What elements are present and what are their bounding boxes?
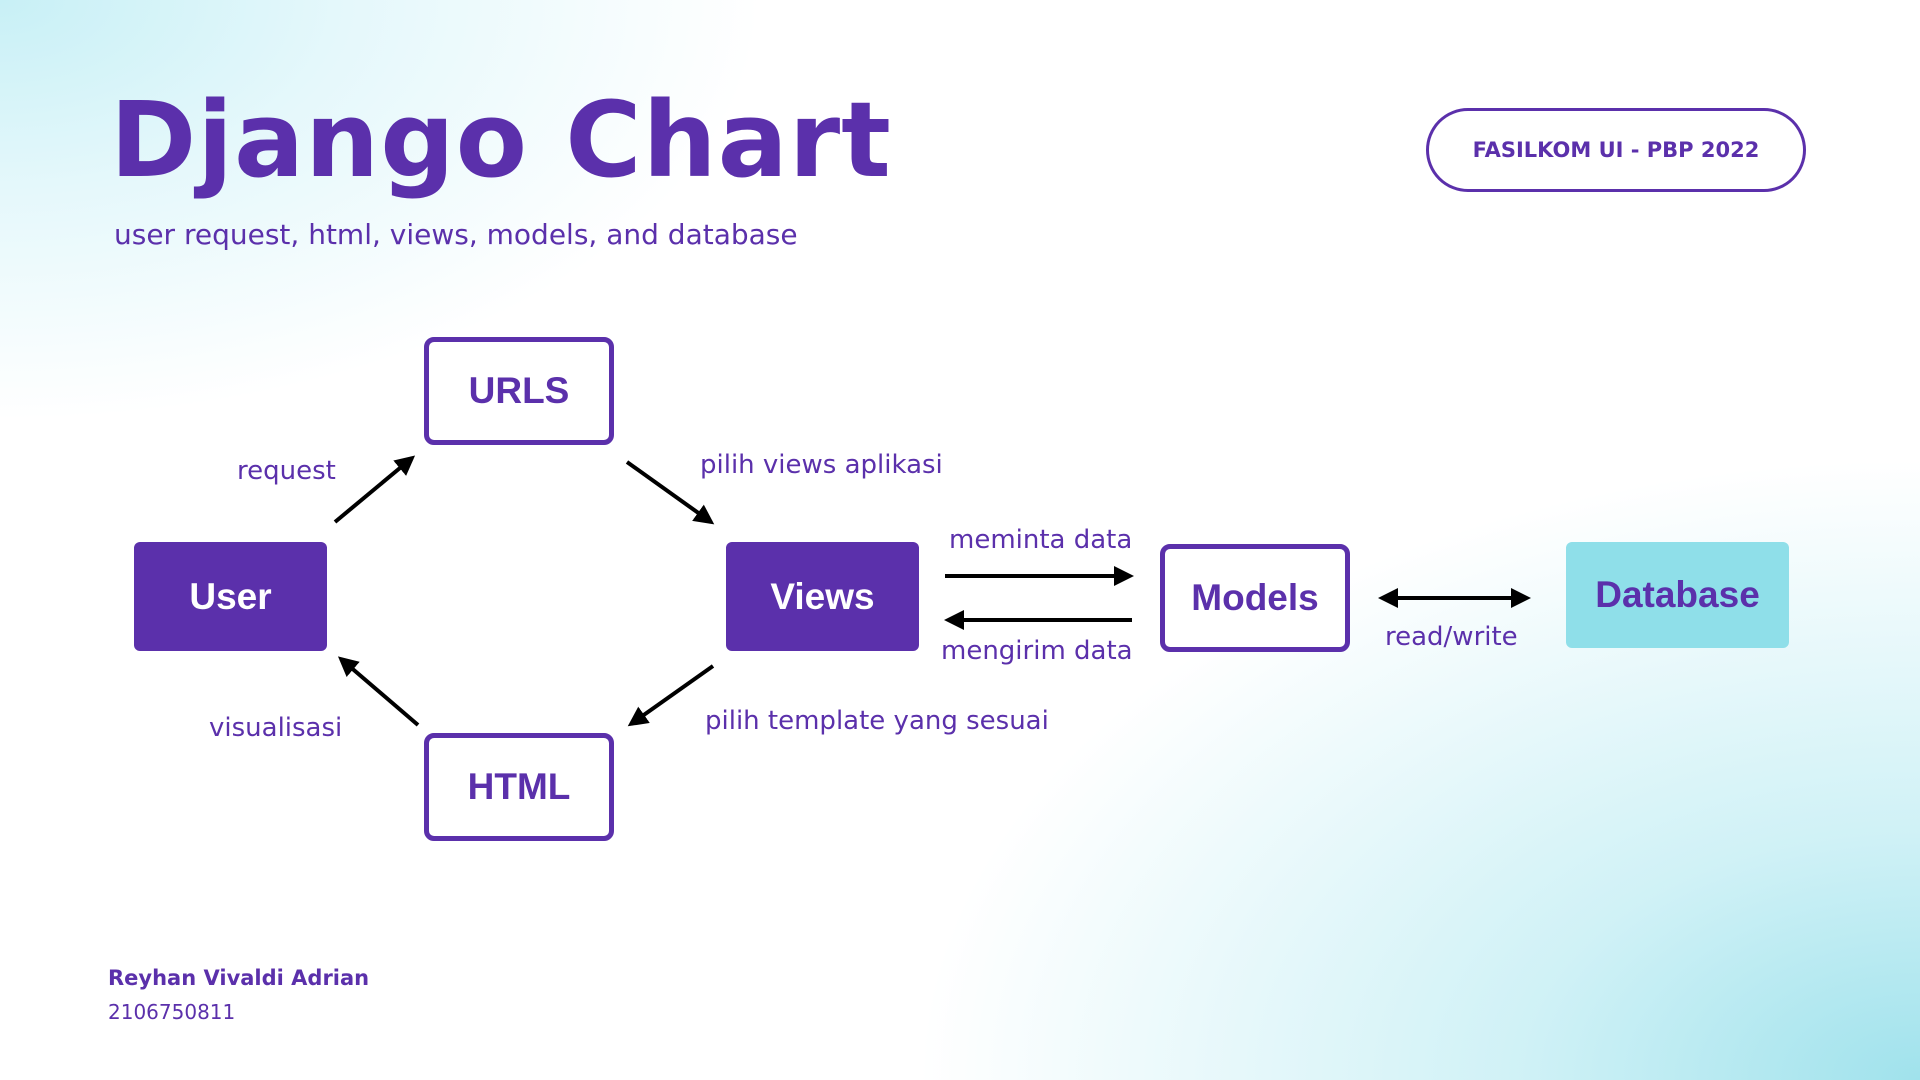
edge-label-meminta-data: meminta data: [949, 525, 1133, 555]
edge-label-pilih-views: pilih views aplikasi: [700, 450, 943, 480]
node-urls: URLS: [424, 337, 614, 445]
page-subtitle: user request, html, views, models, and d…: [114, 218, 798, 251]
edge-label-pilih-template: pilih template yang sesuai: [705, 706, 1049, 736]
edge-label-read-write: read/write: [1385, 622, 1518, 652]
node-models: Models: [1160, 544, 1350, 652]
node-views: Views: [726, 542, 919, 651]
node-html: HTML: [424, 733, 614, 841]
student-id: 2106750811: [108, 1000, 236, 1024]
arrow-urls-to-views: [625, 460, 715, 525]
arrow-user-to-urls: [333, 455, 416, 524]
author-name: Reyhan Vivaldi Adrian: [108, 966, 370, 990]
edge-label-visualisasi: visualisasi: [209, 713, 343, 743]
page-title: Django Chart: [110, 79, 892, 201]
node-database: Database: [1566, 542, 1789, 648]
edge-label-mengirim-data: mengirim data: [941, 636, 1133, 666]
edge-label-request: request: [237, 456, 336, 486]
arrow-html-to-user: [337, 656, 420, 727]
node-user: User: [134, 542, 327, 651]
arrow-views-to-html: [627, 664, 715, 727]
course-badge: FASILKOM UI - PBP 2022: [1426, 108, 1806, 192]
